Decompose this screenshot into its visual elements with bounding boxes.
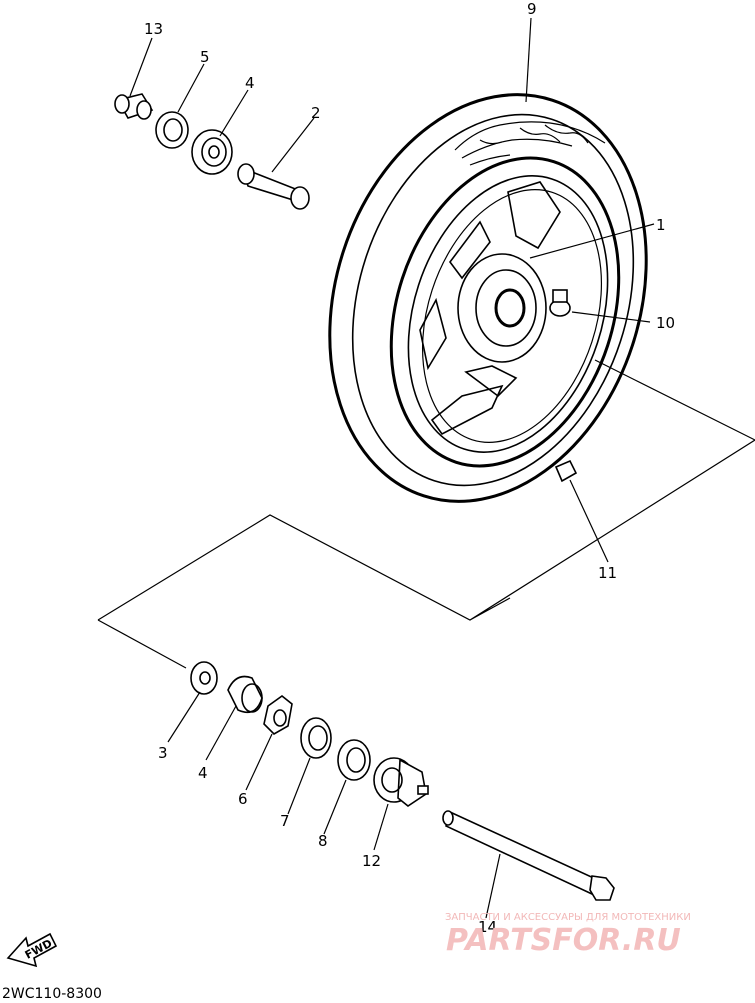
callout-11: 11 (598, 564, 617, 582)
leader-lines (129, 17, 655, 919)
wheel-hub (457, 253, 547, 363)
part-13-spacer (114, 93, 154, 120)
upper-parts (114, 93, 310, 210)
part-14-axle (442, 810, 615, 901)
callout-1: 1 (656, 216, 666, 234)
exploded-view-frame (97, 359, 755, 669)
watermark: ЗАПЧАСТИ И АКСЕССУАРЫ ДЛЯ МОТОТЕХНИКИ PA… (445, 912, 691, 958)
rim-lip (421, 189, 603, 443)
watermark-tagline: ЗАПЧАСТИ И АКСЕССУАРЫ ДЛЯ МОТОТЕХНИКИ (445, 912, 691, 923)
part-4-bearing-lower (227, 675, 263, 714)
part-6-retainer (263, 694, 293, 735)
lower-parts (190, 661, 615, 901)
part-8-oil-seal (337, 739, 371, 781)
part-3-washer (190, 661, 218, 695)
callout-3: 3 (158, 744, 168, 762)
callout-12: 12 (362, 852, 381, 870)
callout-8: 8 (318, 832, 328, 850)
watermark-brand: PARTSFOR.RU (446, 923, 681, 958)
callout-2: 2 (311, 104, 321, 122)
part-4-bearing-upper (191, 129, 233, 175)
diagram-reference-code: 2WC110-8300 (2, 986, 102, 1002)
part-7-gear (300, 717, 332, 759)
rim-inner (407, 175, 609, 453)
part-5-oil-seal (155, 111, 189, 149)
tire-outer (328, 93, 648, 503)
wheel-spoke-upper-left (449, 220, 491, 280)
rim-outer (389, 156, 621, 468)
wheel-spoke-top (507, 181, 561, 250)
callout-5: 5 (200, 48, 210, 66)
callout-9: 9 (527, 0, 537, 18)
hub-flange (475, 269, 537, 347)
callout-labels: 13 5 4 2 9 1 10 11 3 4 6 7 8 12 14 (144, 0, 675, 936)
part-12-speedo-unit (373, 757, 429, 807)
callout-4-upper: 4 (245, 74, 255, 92)
wheel-assembly (328, 93, 648, 503)
part-10-cap (552, 289, 568, 303)
fwd-arrow-icon: FWD (6, 932, 58, 968)
callout-6: 6 (238, 790, 248, 808)
wheel-valve-stem (554, 459, 578, 483)
callout-10: 10 (656, 314, 675, 332)
wheel-spoke-lower (464, 365, 518, 398)
wheel-spoke-left (419, 297, 447, 371)
callout-14: 14 (478, 918, 497, 936)
part-2-collar (237, 163, 310, 210)
hub-bore (494, 288, 526, 328)
callout-13: 13 (144, 20, 163, 38)
callout-4-lower: 4 (198, 764, 208, 782)
tire-inner (351, 113, 635, 487)
tire-tread (454, 121, 606, 166)
wheel-spoke-bottom (430, 384, 504, 436)
callout-7: 7 (280, 812, 290, 830)
